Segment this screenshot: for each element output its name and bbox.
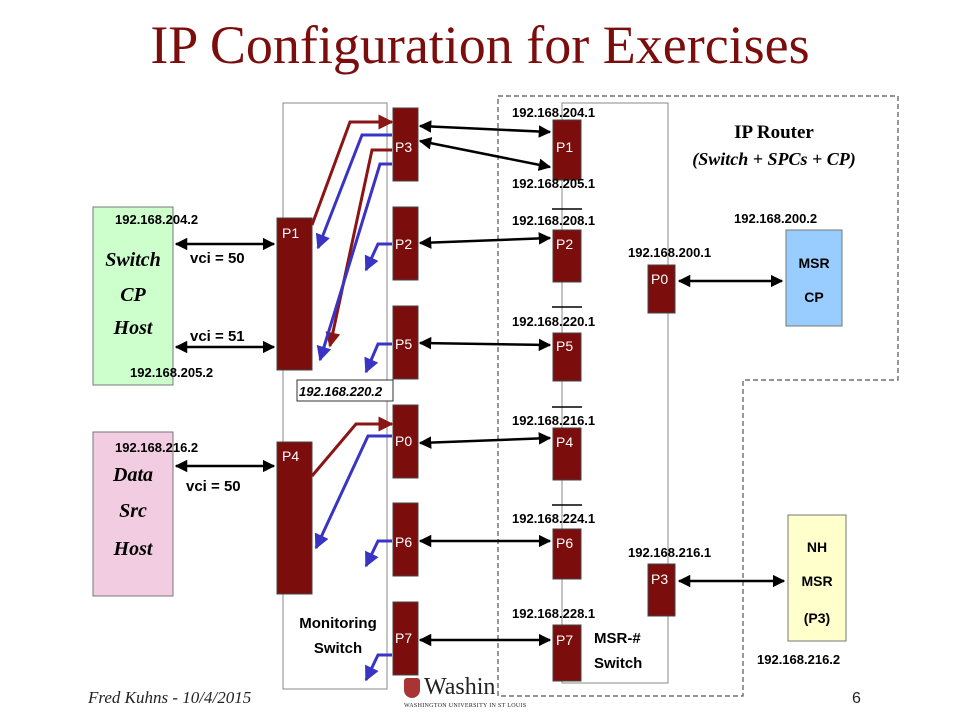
switch-cp-host-box <box>92 206 174 386</box>
link-mon-p0-msr-p4 <box>418 432 552 449</box>
boxed-ip: 192.168.220.2 <box>299 384 383 399</box>
router-port-p3 <box>647 563 676 617</box>
switch-cp-host-line-2: CP <box>120 284 146 306</box>
msr-cp-line-2: CP <box>804 289 823 305</box>
mon-port-p3: P3 <box>392 107 419 182</box>
nh-msr-line-1: NH <box>807 539 827 555</box>
nh-msr-line-2: MSR <box>801 573 832 589</box>
vci-label-b: vci = 51 <box>190 328 245 345</box>
switch-cp-host-ip-bottom: 192.168.205.2 <box>130 365 213 380</box>
mon-port-p0-label: P0 <box>395 433 412 449</box>
msr-cp-box <box>785 229 843 327</box>
mon-port-p7: P7 <box>392 601 419 676</box>
mon-port-p4-label: P4 <box>282 448 299 464</box>
footer-page-number: 6 <box>852 690 861 707</box>
msr-port-p2-label: P2 <box>556 236 573 252</box>
router-port-p3-label: P3 <box>651 571 668 587</box>
mon-port-p5: P5 <box>392 305 419 380</box>
mon-port-p1-label: P1 <box>282 225 299 241</box>
ip-router-boundary <box>497 95 899 697</box>
msr-port-p4: P4 <box>552 427 582 481</box>
router-port-p0 <box>647 264 676 314</box>
link-mon-p3-msr-p1-b <box>418 137 552 171</box>
link-mon-p2-msr-p2 <box>418 232 552 249</box>
msr-ip-1: 192.168.204.1 <box>512 105 595 120</box>
mon-path-blue-p7-out <box>364 653 392 682</box>
data-src-host-ip-top: 192.168.216.2 <box>115 440 198 455</box>
mon-port-p2-label: P2 <box>395 236 412 252</box>
msr-port-p6-label: P6 <box>556 535 573 551</box>
msr-port-p4-label: P4 <box>556 434 573 450</box>
msr-switch-label-1: MSR-# <box>594 630 641 647</box>
router-port-p0-label: P0 <box>651 271 668 287</box>
mon-path-blue-p5-out <box>364 342 392 374</box>
nh-msr-box <box>787 514 847 642</box>
data-src-host-line-2: Src <box>119 500 147 522</box>
data-src-host-box <box>92 431 174 597</box>
mon-port-p3-label: P3 <box>395 139 412 155</box>
data-src-host-line-3: Host <box>113 538 154 560</box>
nh-msr-ip: 192.168.216.2 <box>757 652 840 667</box>
msr-port-p1: P1 <box>552 119 582 181</box>
msr-port-p6: P6 <box>552 528 582 580</box>
university-seal-icon <box>404 678 420 698</box>
mon-path-blue-p6-out <box>364 539 392 568</box>
mon-path-red-p0 <box>310 416 394 477</box>
msr-ip-3: 192.168.208.1 <box>512 213 595 228</box>
router-p0-ip: 192.168.200.1 <box>628 245 711 260</box>
msr-ip-6: 192.168.224.1 <box>512 511 595 526</box>
vci-label-c: vci = 50 <box>186 478 241 495</box>
link-mon-p5-msr-p5 <box>418 336 552 352</box>
mon-port-p2: P2 <box>392 206 419 281</box>
mon-port-p6: P6 <box>392 502 419 577</box>
ip-router-label: IP Router <box>734 122 814 143</box>
mon-port-p1 <box>276 217 313 371</box>
msr-ip-4: 192.168.220.1 <box>512 314 595 329</box>
ip-router-sublabel: (Switch + SPCs + CP) <box>692 149 856 170</box>
link-mon-p3-msr-p1 <box>418 120 552 138</box>
msr-ip-5: 192.168.216.1 <box>512 413 595 428</box>
msr-port-p5: P5 <box>552 332 582 382</box>
msr-switch-frame <box>561 102 669 684</box>
mon-port-p4 <box>276 441 313 595</box>
msr-cp-line-1: MSR <box>798 255 829 271</box>
vci-label-a: vci = 50 <box>190 250 245 267</box>
mon-port-p6-label: P6 <box>395 534 412 550</box>
switch-cp-host-line-1: Switch <box>105 249 161 271</box>
mon-port-p7-label: P7 <box>395 630 412 646</box>
msr-port-p5-label: P5 <box>556 338 573 354</box>
mon-path-red-p3 <box>310 114 394 226</box>
footer-author: Fred Kuhns - 10/4/2015 <box>88 688 252 707</box>
mon-path-blue-p2 <box>316 162 392 362</box>
data-src-host-line-1: Data <box>112 464 153 486</box>
mon-port-p5-label: P5 <box>395 336 412 352</box>
nh-msr-line-3: (P3) <box>804 610 830 626</box>
msr-port-p7: P7 <box>552 624 582 682</box>
university-logo-text: Washin <box>424 674 496 700</box>
mon-port-p0: P0 <box>392 404 419 479</box>
msr-switch-label-2: Switch <box>594 655 642 672</box>
switch-cp-host-ip-top: 192.168.204.2 <box>115 212 198 227</box>
monitoring-switch-label-1: Monitoring <box>299 615 376 632</box>
msr-port-p2: P2 <box>552 229 582 283</box>
msr-cp-ip: 192.168.200.2 <box>734 211 817 226</box>
msr-ip-2: 192.168.205.1 <box>512 176 595 191</box>
switch-cp-host-line-3: Host <box>113 317 154 339</box>
mon-path-blue-p2-out <box>364 242 392 272</box>
university-logo-subtext: WASHINGTON UNIVERSITY IN ST LOUIS <box>404 703 527 709</box>
router-p3-ip: 192.168.216.1 <box>628 545 711 560</box>
mon-path-blue-p0 <box>314 434 392 550</box>
msr-port-p7-label: P7 <box>556 632 573 648</box>
msr-ip-7: 192.168.228.1 <box>512 606 595 621</box>
monitoring-switch-label-2: Switch <box>314 640 362 657</box>
msr-port-p1-label: P1 <box>556 139 573 155</box>
boxed-ip-frame <box>296 379 394 402</box>
slide-title: IP Configuration for Exercises <box>150 15 810 75</box>
mon-path-blue-p3 <box>315 133 392 250</box>
